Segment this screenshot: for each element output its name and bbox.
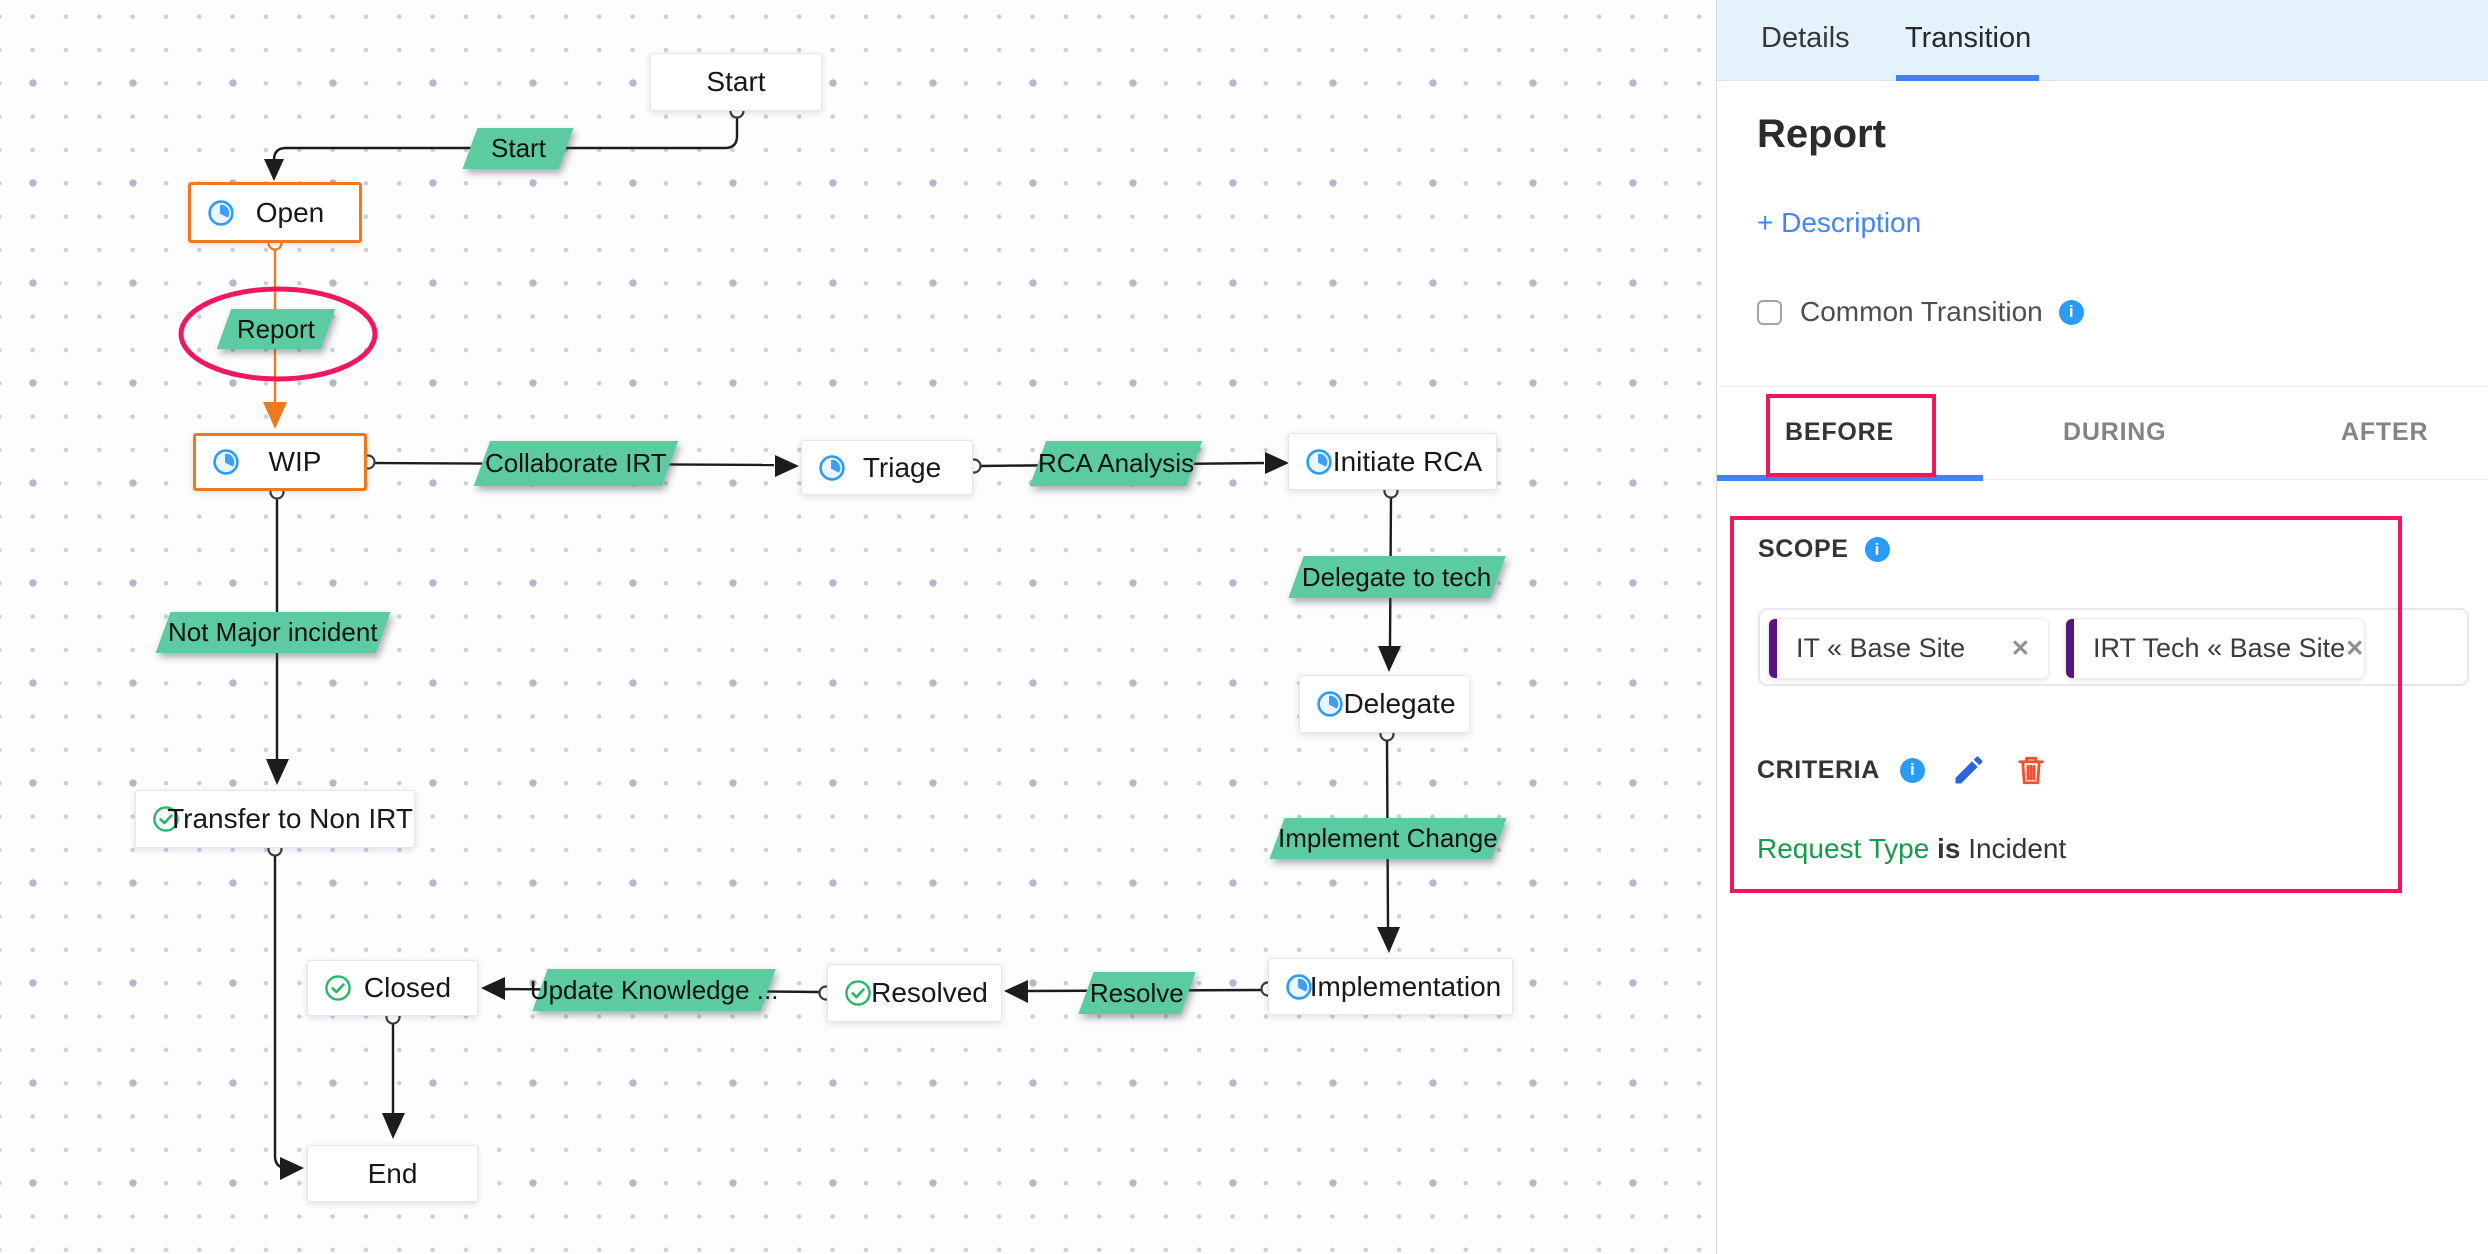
transition-label-resolve[interactable]: Resolve [1078,972,1196,1014]
node-open[interactable]: Open [188,182,362,243]
transition-panel: Details Transition Report + Description … [1717,0,2488,1254]
transition-text: Not Major incident [168,617,378,647]
edit-criteria-icon[interactable] [1951,752,1987,788]
node-end[interactable]: End [307,1145,478,1202]
node-delegate[interactable]: Delegate [1299,675,1470,733]
edge-transfer-end [267,841,304,1180]
panel-header: Details Transition [1717,0,2488,81]
edge-closed-end [382,1009,405,1139]
transition-label-update-knowledge[interactable]: Update Knowledge ... [530,969,778,1011]
tab-during[interactable]: DURING [2063,418,2167,446]
transition-text: Start [490,133,546,163]
transition-text: Delegate to tech [1302,561,1492,592]
info-icon[interactable]: i [1899,757,1925,783]
node-start[interactable]: Start [650,53,822,111]
remove-tag-icon[interactable]: ✕ [2345,635,2365,661]
node-label: Transfer to Non IRT [167,803,413,834]
node-label: Initiate RCA [1332,445,1483,477]
node-label: Start [706,66,766,97]
add-description-link[interactable]: + Description [1757,207,1922,238]
transition-text: Report [236,313,316,344]
common-transition-label: Common Transition [1800,296,2043,327]
transition-label-delegate-to-tech[interactable]: Delegate to tech [1288,556,1506,598]
tab-after[interactable]: AFTER [2341,418,2429,446]
node-label: Resolved [871,977,988,1008]
workflow-canvas[interactable]: Start Open WIP Triage Initiate RCA Deleg… [0,0,1717,1254]
rule-field: Request Type [1757,833,1930,864]
rule-operator: is [1937,833,1961,864]
transition-label-not-major-incident[interactable]: Not Major incident [155,612,391,653]
pie-status-icon [212,448,240,476]
delete-criteria-icon[interactable] [2013,752,2049,788]
info-icon[interactable]: i [1864,537,1890,562]
node-initiate-rca[interactable]: Initiate RCA [1288,433,1497,490]
scope-header: SCOPE i [1758,535,1890,564]
node-label: Closed [363,972,452,1003]
transition-text: RCA Analysis [1037,448,1195,478]
tag-text: IT « Base Site [1796,633,1966,663]
transition-text: Collaborate IRT [485,448,667,478]
node-resolved[interactable]: Resolved [827,964,1002,1022]
transition-label-start[interactable]: Start [462,128,574,169]
node-wip[interactable]: WIP [193,433,367,491]
common-transition-checkbox[interactable] [1757,299,1782,325]
pie-status-icon [818,454,846,482]
transition-text: Update Knowledge ... [529,974,779,1005]
transition-label-collaborate-irt[interactable]: Collaborate IRT [473,441,679,486]
node-transfer-to-non-irt[interactable]: Transfer to Non IRT [135,790,415,848]
pie-status-icon [207,199,235,227]
node-label: Delegate [1343,688,1456,719]
scope-label: SCOPE [1758,535,1849,563]
node-label: Open [255,196,325,228]
rule-value: Incident [1968,833,2067,864]
tag-color-bar [1769,619,1777,678]
scope-tag[interactable]: IT « Base Site ✕ [1768,618,2049,679]
check-status-icon [844,979,872,1007]
tab-transition[interactable]: Transition [1905,22,2032,54]
transition-label-rca-analysis[interactable]: RCA Analysis [1029,441,1203,486]
criteria-rule: Request Type is Incident [1757,833,2066,865]
tag-text: IRT Tech « Base Site [2093,633,2346,663]
transition-label-report[interactable]: Report [216,309,336,349]
node-triage[interactable]: Triage [801,440,973,495]
node-label: Implementation [1309,970,1502,1002]
tab-details[interactable]: Details [1761,22,1850,54]
common-transition-row: Common Transition i [1757,296,2084,328]
info-icon[interactable]: i [2058,299,2084,325]
active-tab-underline [1896,75,2039,81]
tag-color-bar [2066,619,2074,678]
node-closed[interactable]: Closed [307,960,478,1016]
page-title: Report [1757,112,1886,156]
transition-label-implement-change[interactable]: Implement Change [1269,818,1507,859]
tab-before[interactable]: BEFORE [1785,418,1894,446]
pie-status-icon [1316,690,1344,718]
active-phase-underline [1717,475,1983,481]
remove-tag-icon[interactable]: ✕ [2010,635,2030,661]
node-implementation[interactable]: Implementation [1268,958,1513,1015]
transition-text: Implement Change [1278,823,1498,853]
scope-tag[interactable]: IRT Tech « Base Site ✕ [2065,618,2365,679]
node-label: WIP [268,446,322,477]
phase-tabs: BEFORE DURING AFTER [1717,386,2488,481]
criteria-header: CRITERIA i [1757,752,2049,788]
transition-text: Resolve [1090,977,1184,1008]
pie-status-icon [1305,448,1333,476]
node-label: Triage [862,451,942,483]
scope-input[interactable]: IT « Base Site ✕ IRT Tech « Base Site ✕ [1758,608,2469,686]
node-label: End [367,1157,418,1189]
criteria-label: CRITERIA [1757,755,1880,784]
check-status-icon [324,974,352,1002]
